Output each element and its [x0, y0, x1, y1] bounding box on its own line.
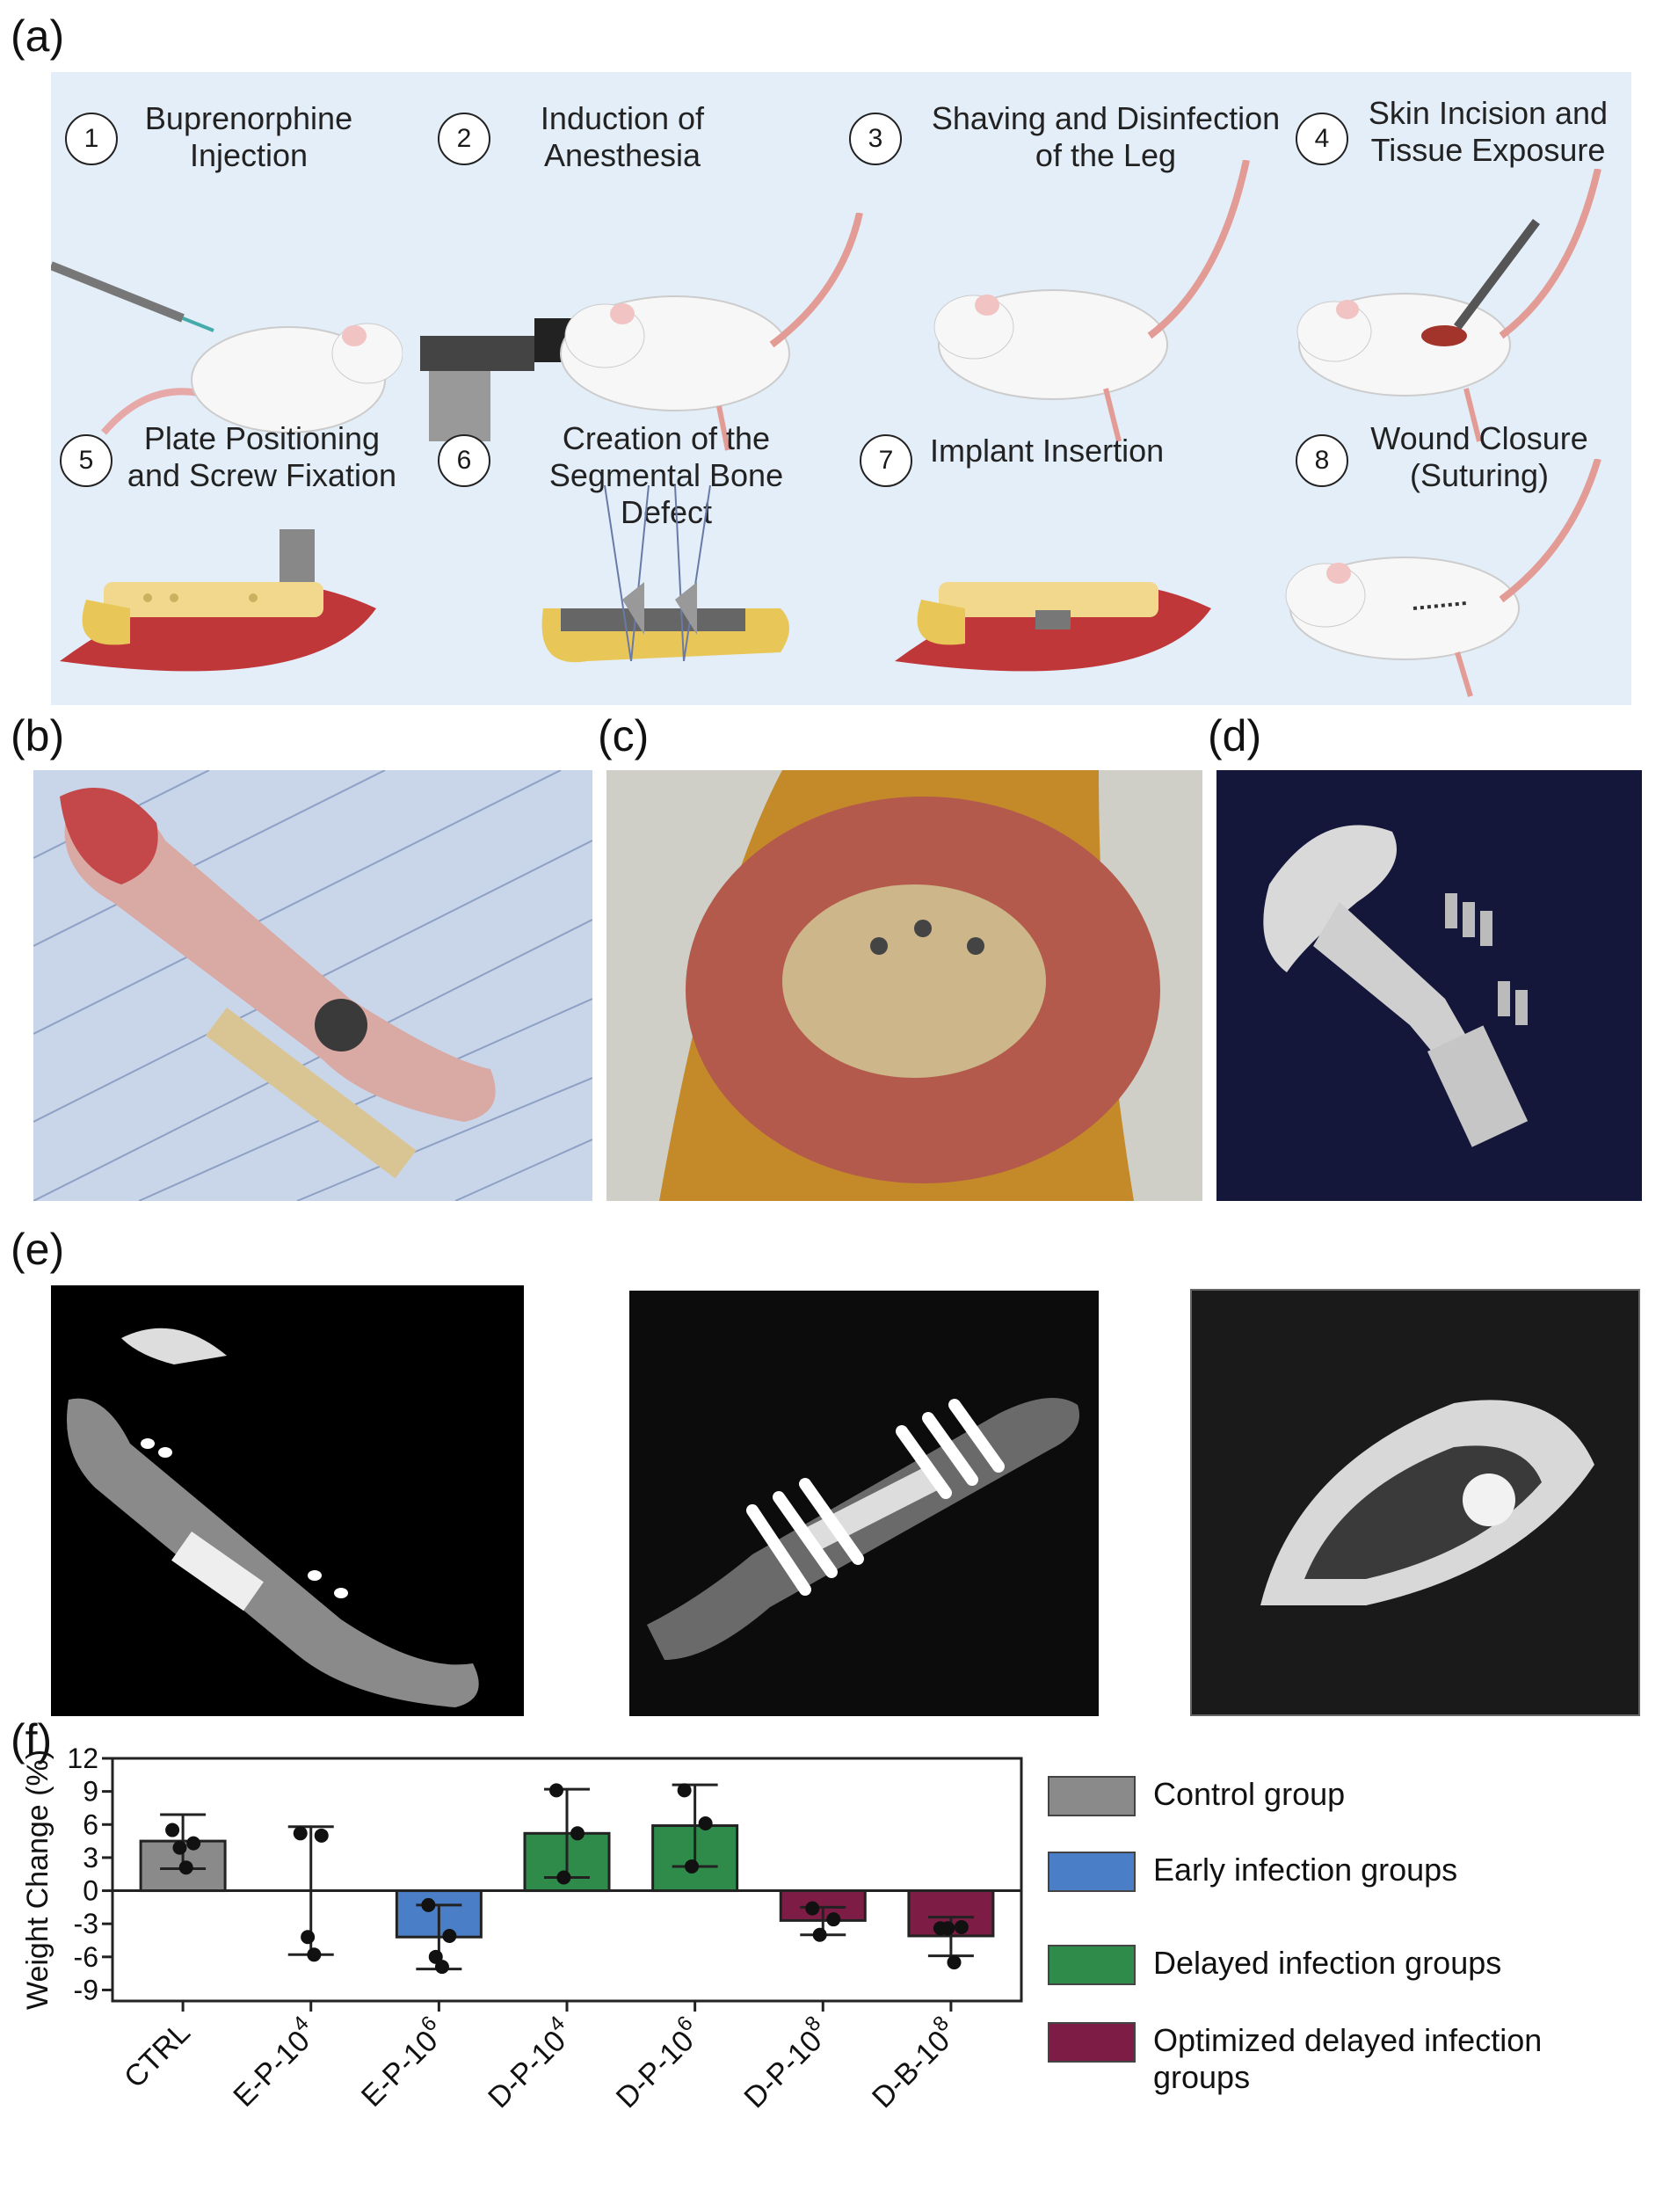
- y-tick-label: 3: [83, 1842, 98, 1874]
- legend-label-delayed: Delayed infection groups: [1153, 1945, 1502, 1981]
- step-8-number: 8: [1296, 434, 1348, 487]
- wound-closure-illustration: [1285, 459, 1601, 697]
- y-tick-label: 0: [83, 1875, 98, 1907]
- y-tick-label: -9: [74, 1974, 98, 2005]
- y-axis-title: Weight Change (%): [21, 1750, 54, 2010]
- x-tick-label-4: D-P-106: [606, 2012, 708, 2114]
- data-point-1-3: [307, 1947, 322, 1962]
- data-point-6-3: [947, 1955, 962, 1970]
- step-3-number: 3: [849, 113, 902, 165]
- data-point-0-0: [165, 1823, 180, 1837]
- data-point-0-2: [172, 1840, 187, 1855]
- 3d-reconstruction-image: [1216, 770, 1642, 1201]
- step-5-number: 5: [60, 434, 113, 487]
- y-tick-label: -3: [74, 1908, 98, 1939]
- data-point-2-3: [434, 1960, 449, 1975]
- panel-label-d: (d): [1208, 711, 1262, 760]
- data-point-4-0: [677, 1783, 692, 1798]
- y-tick-label: 6: [83, 1808, 98, 1840]
- legend-label-control: Control group: [1153, 1776, 1346, 1812]
- panel-label-f: (f): [11, 1715, 53, 1765]
- data-point-4-2: [685, 1859, 700, 1874]
- data-point-4-1: [698, 1816, 713, 1831]
- step-8-text: Wound Closure (Suturing): [1370, 420, 1588, 493]
- x-tick-label-2: E-P-106: [351, 2012, 453, 2114]
- data-point-3-2: [556, 1870, 571, 1885]
- implant-insertion-illustration: [895, 582, 1211, 672]
- legend-label-optimized: Optimized delayed infection groups: [1153, 2022, 1543, 2095]
- step-7-text: Implant Insertion: [930, 433, 1165, 469]
- legend-early: Early infection groups: [1048, 1852, 1457, 1892]
- panel-label-a: (a): [11, 11, 65, 61]
- panel-label-e: (e): [11, 1225, 65, 1274]
- surgical-steps-panel: 1 Buprenorphine Injection 2 Induction of…: [51, 72, 1631, 705]
- data-point-3-1: [570, 1826, 585, 1841]
- data-point-6-2: [940, 1921, 955, 1936]
- data-point-2-0: [421, 1897, 436, 1912]
- legend-optimized: Optimized delayed infection groups: [1048, 2022, 1628, 2096]
- bone-defect-illustration: [541, 485, 789, 663]
- x-tick-label-5: D-P-108: [734, 2012, 837, 2114]
- x-tick-label-sup-5: 8: [801, 2012, 826, 2037]
- ct-scan-longitudinal-2: [629, 1291, 1099, 1716]
- panel-label-c: (c): [598, 711, 650, 760]
- legend-swatch-delayed: [1048, 1945, 1136, 1985]
- x-tick-label-1: E-P-104: [222, 2012, 324, 2114]
- legend-control: Control group: [1048, 1776, 1345, 1816]
- step-4-number: 4: [1296, 113, 1348, 165]
- data-point-1-1: [314, 1828, 329, 1843]
- x-tick-label-sup-4: 6: [672, 2012, 698, 2037]
- step-2-number: 2: [438, 113, 490, 165]
- step-2-text: Induction of Anesthesia: [540, 100, 705, 173]
- x-tick-label-sup-1: 4: [288, 2012, 314, 2037]
- step-1-number: 1: [65, 113, 118, 165]
- plate-fixation-illustration: [60, 529, 376, 672]
- y-tick-label: 12: [67, 1743, 98, 1774]
- step-3-text: Shaving and Disinfection of the Leg: [931, 100, 1281, 173]
- x-tick-label-6: D-B-108: [861, 2012, 964, 2114]
- data-point-6-1: [954, 1919, 969, 1934]
- surgical-site-photo: [606, 770, 1202, 1201]
- x-tick-label-sup-6: 8: [928, 2012, 954, 2037]
- explanted-femur-photo: [33, 770, 592, 1201]
- data-point-0-1: [186, 1836, 201, 1851]
- step-7-number: 7: [860, 434, 912, 487]
- data-point-1-0: [293, 1826, 308, 1841]
- panel-label-b: (b): [11, 711, 65, 760]
- ct-scan-cross-section: [1190, 1289, 1640, 1716]
- x-tick-label-3: D-P-104: [477, 2012, 580, 2114]
- legend-label-early: Early infection groups: [1153, 1852, 1458, 1888]
- data-point-2-1: [442, 1928, 457, 1943]
- data-point-1-2: [301, 1930, 316, 1945]
- data-point-0-3: [178, 1860, 193, 1875]
- mouse-anesthesia-illustration: [420, 213, 863, 451]
- legend-swatch-early: [1048, 1852, 1136, 1892]
- ct-scan-longitudinal-1: [51, 1285, 524, 1716]
- step-6-number: 6: [438, 434, 490, 487]
- data-point-3-0: [549, 1783, 563, 1798]
- mouse-injection-illustration: [51, 261, 403, 435]
- step-5-text: Plate Positioning and Screw Fixation: [127, 420, 397, 493]
- data-point-5-1: [826, 1912, 841, 1927]
- mouse-incision-illustration: [1296, 169, 1601, 442]
- legend-swatch-control: [1048, 1776, 1136, 1816]
- legend-delayed: Delayed infection groups: [1048, 1945, 1501, 1985]
- mouse-shaved-illustration: [933, 160, 1250, 442]
- step-1-text: Buprenorphine Injection: [144, 100, 353, 173]
- x-tick-label-sup-2: 6: [417, 2012, 442, 2037]
- y-tick-label: -6: [74, 1941, 98, 1973]
- legend-swatch-optimized: [1048, 2022, 1136, 2063]
- data-point-5-0: [805, 1901, 820, 1916]
- y-tick-label: 9: [83, 1776, 98, 1808]
- data-point-5-2: [812, 1927, 827, 1942]
- step-4-text: Skin Incision and Tissue Exposure: [1368, 95, 1609, 168]
- x-tick-label-0: CTRL: [118, 2016, 197, 2095]
- x-tick-label-sup-3: 4: [544, 2012, 570, 2037]
